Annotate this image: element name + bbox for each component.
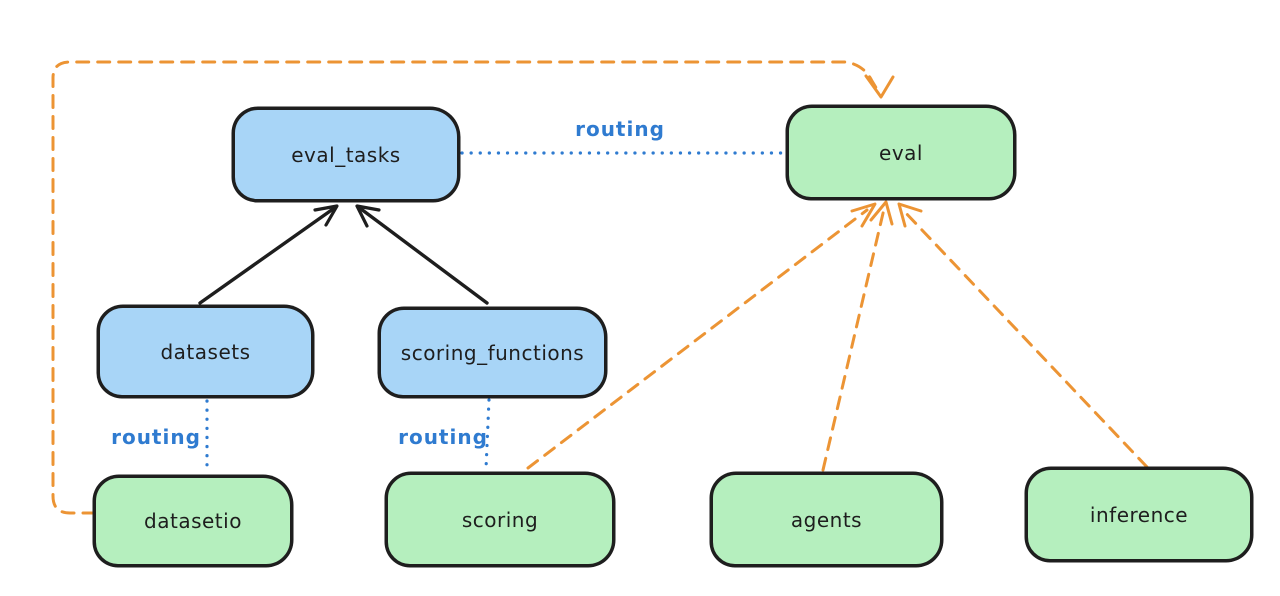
node-scoring-functions: scoring_functions xyxy=(378,307,607,398)
arrowhead-agents-to-eval xyxy=(869,200,894,226)
node-eval-tasks-label: eval_tasks xyxy=(291,142,401,167)
arrowhead-datasetio-to-eval xyxy=(864,74,895,99)
routing-label-eval-tasks-eval: routing xyxy=(575,117,665,141)
node-datasetio: datasetio xyxy=(93,475,293,567)
node-scoring-functions-label: scoring_functions xyxy=(400,340,585,365)
arrow-scoring-to-eval xyxy=(526,208,869,470)
arrowhead-scoring-functions-to-eval-tasks xyxy=(355,204,381,228)
routing-label-scoring-functions-scoring: routing xyxy=(398,425,488,449)
node-scoring-label: scoring xyxy=(461,507,539,532)
node-datasets: datasets xyxy=(97,305,314,398)
node-eval-label: eval xyxy=(879,140,923,165)
node-inference-label: inference xyxy=(1089,502,1189,527)
arrow-agents-to-eval xyxy=(821,207,886,472)
routing-label-datasets-datasetio: routing xyxy=(111,425,201,449)
node-agents: agents xyxy=(710,472,943,567)
arrowhead-datasets-to-eval-tasks xyxy=(313,204,339,227)
arrow-scoring-functions-to-eval-tasks xyxy=(359,207,489,305)
node-eval-tasks: eval_tasks xyxy=(232,107,460,202)
node-agents-label: agents xyxy=(790,507,863,532)
node-scoring: scoring xyxy=(385,472,615,567)
arrow-datasets-to-eval-tasks xyxy=(198,207,335,305)
arrow-inference-to-eval xyxy=(901,208,1149,469)
node-inference: inference xyxy=(1025,467,1253,562)
node-datasets-label: datasets xyxy=(160,339,251,364)
arrowhead-inference-to-eval xyxy=(897,202,923,228)
arrow-datasetio-to-eval xyxy=(51,60,880,515)
node-datasetio-label: datasetio xyxy=(144,509,242,533)
arrowhead-scoring-to-eval xyxy=(850,202,877,228)
node-eval: eval xyxy=(786,105,1016,200)
